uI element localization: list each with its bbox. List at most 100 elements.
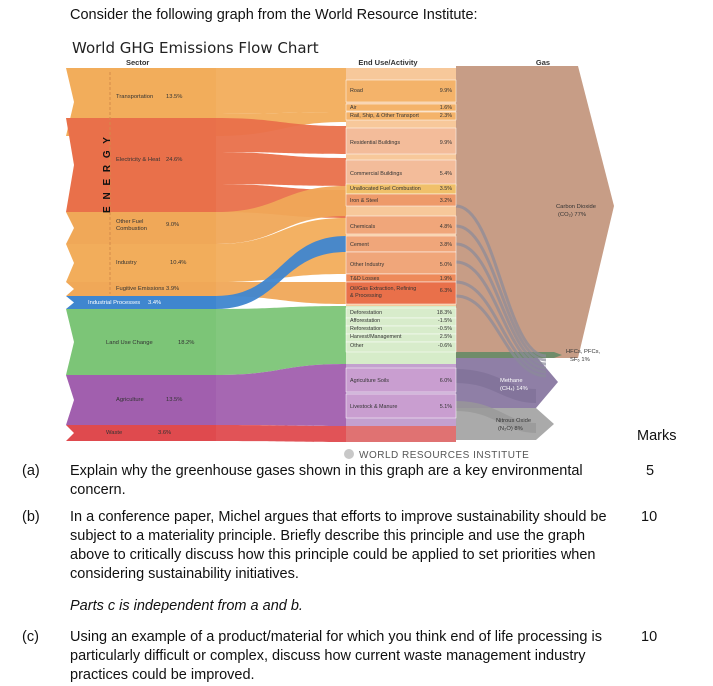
flow-otherfuel — [216, 186, 346, 244]
svg-text:WORLD RESOURCES INSTITUTE: WORLD RESOURCES INSTITUTE — [359, 450, 529, 461]
question-label: (b) — [22, 509, 40, 525]
enduse-label: Iron & Steel — [350, 198, 378, 204]
enduse-label: Chemicals — [350, 224, 375, 230]
enduse-value: 1.6% — [440, 105, 452, 111]
enduse-value: 3.5% — [440, 186, 452, 192]
enduse-band — [345, 393, 457, 419]
enduse-value: 6.0% — [440, 378, 452, 384]
gas-value: SF₆ 1% — [570, 357, 590, 363]
gas-value: (N₂O) 8% — [498, 426, 523, 432]
sector-label: Waste — [106, 430, 122, 436]
gas-label: Methane — [500, 378, 523, 384]
enduse-band — [345, 215, 457, 235]
enduse-label: Road — [350, 88, 363, 94]
sector-value: 3.4% — [148, 300, 161, 306]
enduse-value: 18.3% — [437, 310, 452, 316]
flow-gas-line — [455, 294, 547, 378]
enduse-label: Harvest/Management — [350, 334, 402, 340]
question-label: (a) — [22, 463, 40, 479]
flow-gas-line — [455, 280, 547, 374]
sector-value: 13.5% — [166, 397, 182, 403]
sector-value: 9.0% — [166, 222, 179, 228]
enduse-value: 9.9% — [440, 140, 452, 146]
gas-label: Carbon Dioxide — [556, 204, 596, 210]
intro-text: Consider the following graph from the Wo… — [70, 7, 478, 23]
enduse-band — [345, 341, 457, 353]
enduse-label: Commercial Buildings — [350, 171, 402, 177]
enduse-label: Deforestation — [350, 310, 382, 316]
enduse-label: Other Industry — [350, 262, 384, 268]
sector-label: Land Use Change — [106, 340, 153, 346]
gas-label: HFCs, PFCs, — [566, 349, 601, 355]
question-marks: 10 — [641, 629, 658, 645]
enduse-band — [345, 103, 457, 112]
enduse-value: 2.3% — [440, 113, 452, 119]
enduse-label: T&D Losses — [350, 276, 380, 282]
enduse-value: -0.6% — [438, 343, 452, 349]
enduse-value: 6.3% — [440, 288, 452, 294]
flow-agriculture — [216, 364, 346, 426]
sector-band-industry — [66, 244, 216, 282]
gas-band-co2 — [456, 66, 614, 358]
enduse-band — [345, 79, 457, 103]
flow-land-use — [216, 306, 346, 375]
sector-label: Other Fuel — [116, 219, 143, 225]
enduse-value: 1.9% — [440, 276, 452, 282]
question-text: Explain why the greenhouse gases shown i… — [70, 463, 583, 498]
enduse-label: Cement — [350, 242, 369, 248]
sector-label: Transportation — [116, 94, 153, 100]
flow-waste — [216, 425, 346, 442]
question-text: In a conference paper, Michel argues tha… — [70, 509, 607, 582]
flow-transport-road — [216, 68, 346, 114]
enduse-label: Residential Buildings — [350, 140, 400, 146]
enduse-label: Other — [350, 343, 364, 349]
sector-band-industrial-processes — [66, 296, 216, 309]
enduse-value: 3.8% — [440, 242, 452, 248]
enduse-panel-waste — [346, 426, 456, 442]
sector-label: Electricity & Heat — [116, 157, 161, 163]
energy-label: E N E R G Y — [102, 135, 113, 213]
sector-label: Fugitive Emissions — [116, 286, 164, 292]
sector-value: 24.6% — [166, 157, 182, 163]
flow-ch4 — [455, 369, 537, 403]
chart-title: World GHG Emissions Flow Chart — [72, 39, 319, 57]
enduse-label: & Processing — [350, 293, 382, 299]
enduse-value: 4.8% — [440, 224, 452, 230]
enduse-band — [345, 281, 457, 305]
enduse-value: -1.5% — [438, 318, 452, 324]
question-text: Using an example of a product/material f… — [70, 629, 602, 683]
column-header-end-use: End Use/Activity — [358, 58, 418, 67]
flow-gas-line — [455, 242, 547, 366]
enduse-label: Afforestation — [350, 318, 380, 324]
flow-elec-commercial — [216, 152, 346, 186]
sector-label: Industrial Processes — [88, 300, 140, 306]
gas-label: Nitrous Oxide — [496, 418, 531, 424]
sector-value: 10.4% — [170, 260, 186, 266]
sector-band-other-fuel — [66, 212, 216, 244]
wri-logo: WORLD RESOURCES INSTITUTE — [344, 449, 529, 461]
column-header-sector: Sector — [126, 58, 149, 67]
question-label: (c) — [22, 629, 39, 645]
part-note: Parts c is independent from a and b. — [70, 598, 303, 614]
enduse-band — [345, 127, 457, 155]
enduse-label: Air — [350, 105, 357, 111]
enduse-value: -0.5% — [438, 326, 452, 332]
enduse-label: Oil/Gas Extraction, Refining — [350, 286, 416, 292]
gas-value: (CH₄) 14% — [500, 386, 528, 392]
gas-band-hfc — [456, 352, 562, 358]
enduse-label: Unallocated Fuel Combustion — [350, 186, 421, 192]
enduse-label: Agriculture Soils — [350, 378, 389, 384]
marks-header: Marks — [637, 428, 677, 444]
flow-industrial-processes — [216, 236, 346, 309]
flow-n2o — [455, 401, 537, 433]
enduse-band — [345, 159, 457, 187]
enduse-value: 5.1% — [440, 404, 452, 410]
sector-band-waste — [66, 425, 216, 441]
enduse-value: 9.9% — [440, 88, 452, 94]
flow-gas-line — [455, 224, 547, 362]
sector-value: 3.9% — [166, 286, 179, 292]
column-header-gas: Gas — [536, 58, 550, 67]
gas-value: (CO₂) 77% — [558, 212, 586, 218]
sector-label: Agriculture — [116, 397, 144, 403]
sector-band-electricity-heat — [66, 118, 216, 212]
